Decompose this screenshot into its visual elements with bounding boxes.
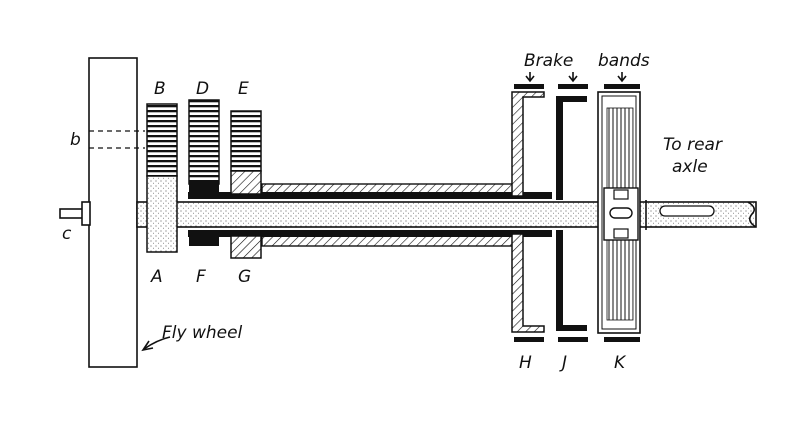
label-a-bottom: A [150, 267, 163, 287]
brake-band-h-bottom [514, 337, 544, 342]
label-h-bottom: H [519, 353, 532, 373]
brake-band-j-top [558, 84, 588, 89]
drum-j-upper [556, 96, 587, 200]
inner-sleeve-upper [188, 192, 552, 199]
clutch-plates-upper [606, 107, 634, 189]
label-b-side: b [70, 130, 81, 150]
bands-arrow [617, 72, 627, 83]
gear-b [146, 103, 178, 177]
clutch-plates-lower [606, 239, 634, 321]
label-k-bottom: K [614, 353, 627, 373]
gear-f-hub-bottom [189, 234, 219, 246]
label-e-top: E [238, 79, 249, 99]
gear-f-hub-top [189, 182, 219, 194]
inner-sleeve-lower [188, 230, 552, 237]
label-bands: bands [598, 51, 650, 71]
brake-band-k-top [604, 84, 640, 89]
label-g-bottom: G [238, 267, 251, 287]
label-brake: Brake [524, 51, 573, 71]
drum-h-lower [511, 233, 545, 333]
gear-g-hub-top [230, 170, 262, 195]
gear-d [188, 99, 220, 185]
label-b-top: B [154, 79, 166, 99]
brake-arrow-middle [568, 72, 578, 83]
brake-band-k-bottom [604, 337, 640, 342]
rear-shaft-keyway [659, 205, 715, 217]
label-axle: axle [672, 157, 708, 177]
brake-band-j-bottom [558, 337, 588, 342]
label-j-bottom: J [559, 353, 567, 373]
clutch-tooth-top [613, 189, 629, 200]
gear-e [230, 110, 262, 172]
gear-a-hub [146, 175, 178, 253]
shaft-break-end [747, 201, 757, 228]
flywheel-arrow [141, 336, 171, 352]
sleeve-lower [261, 235, 519, 247]
clutch-key-slot [609, 207, 633, 219]
label-flywheel: Fly wheel [162, 323, 243, 343]
label-to-rear: To rear [663, 135, 723, 155]
label-f-bottom: F [196, 267, 206, 287]
gear-g-hub-bottom [230, 235, 262, 259]
brake-arrow-left [525, 72, 535, 83]
main-shaft [136, 201, 757, 228]
drum-j-lower [556, 230, 587, 331]
label-c-side: c [62, 224, 72, 244]
crankshaft-collar [81, 201, 91, 226]
brake-band-h-top [514, 84, 544, 89]
label-d-top: D [196, 79, 209, 99]
drum-h-upper [511, 91, 545, 197]
clutch-tooth-bottom [613, 228, 629, 239]
flywheel [88, 57, 138, 368]
